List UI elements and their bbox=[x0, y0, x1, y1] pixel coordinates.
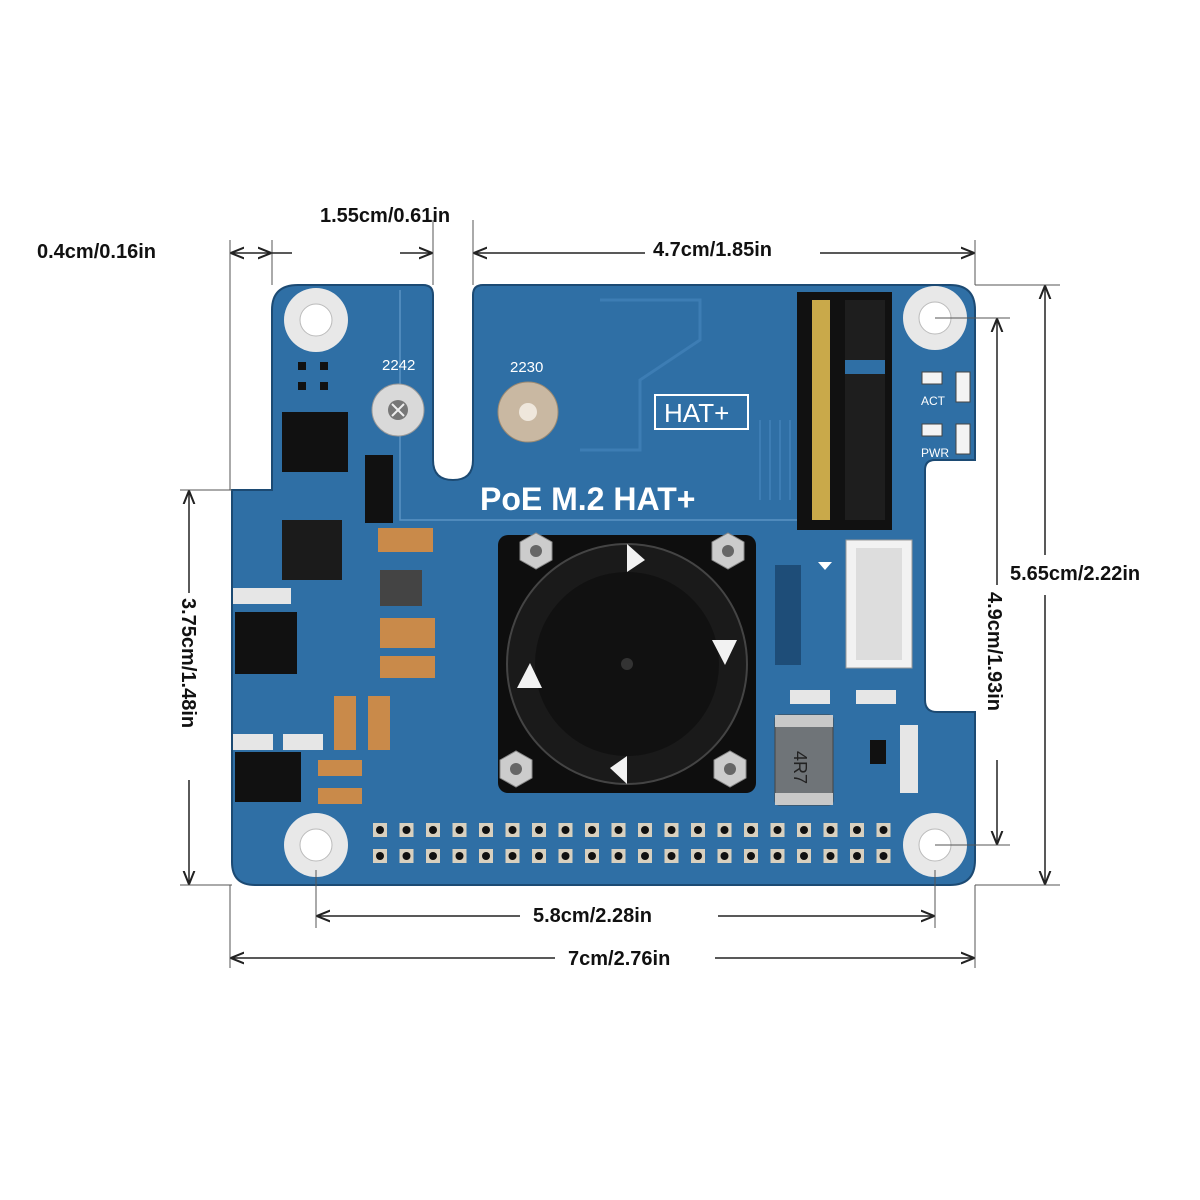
gpio-pin-hole bbox=[588, 826, 596, 834]
hat-badge-text: HAT+ bbox=[664, 398, 729, 428]
gpio-pin-hole bbox=[853, 852, 861, 860]
mounting-hole-bottom-left bbox=[284, 813, 348, 877]
gpio-pin-hole bbox=[720, 826, 729, 834]
label-2230: 2230 bbox=[510, 359, 543, 376]
gpio-pin-hole bbox=[429, 852, 437, 860]
gpio-pin-hole bbox=[508, 826, 517, 834]
gpio-pin-hole bbox=[667, 852, 676, 860]
led-pwr-label: PWR bbox=[921, 446, 949, 460]
pcb-trace bbox=[399, 290, 800, 521]
gpio-pin-hole bbox=[641, 826, 649, 834]
board-title: PoE M.2 HAT+ bbox=[480, 481, 695, 517]
fan-screw bbox=[519, 532, 553, 570]
gpio-pin-hole bbox=[535, 852, 543, 860]
gpio-pin-hole bbox=[455, 852, 464, 860]
dim-total-height: 5.65cm/2.22in bbox=[1010, 563, 1140, 585]
led-act bbox=[921, 371, 971, 403]
gpio-pin-hole bbox=[879, 852, 888, 860]
gpio-pin-hole bbox=[800, 826, 808, 834]
gpio-pin-hole bbox=[694, 852, 702, 860]
cooling-fan bbox=[498, 535, 756, 793]
gpio-pin-hole bbox=[747, 852, 755, 860]
gpio-pin-hole bbox=[773, 852, 782, 860]
mounting-hole-top-left bbox=[284, 288, 348, 352]
gpio-pin-hole bbox=[402, 826, 411, 834]
extension-lines bbox=[180, 220, 1060, 968]
led-pwr bbox=[921, 423, 971, 455]
pcb-trace bbox=[580, 298, 702, 452]
gpio-pin-hole bbox=[455, 826, 464, 834]
hat-badge-box bbox=[654, 394, 749, 430]
gpio-pin-hole bbox=[508, 852, 517, 860]
m2-connector bbox=[797, 292, 892, 530]
gpio-pin-hole bbox=[376, 852, 384, 860]
fan-screw bbox=[713, 750, 747, 788]
fan-screw bbox=[711, 532, 745, 570]
dim-left-offset: 0.4cm/0.16in bbox=[37, 241, 156, 263]
gpio-pin-hole bbox=[561, 852, 570, 860]
gpio-pin-hole bbox=[588, 852, 596, 860]
gpio-pin-hole bbox=[773, 826, 782, 834]
gpio-pin-hole bbox=[376, 826, 384, 834]
standoff-2230 bbox=[497, 381, 559, 443]
gpio-pin-hole bbox=[614, 826, 623, 834]
gpio-pin-hole bbox=[429, 826, 437, 834]
pcb-board: 2242 2230 HAT+ PoE M.2 HAT+ ACT PWR bbox=[231, 284, 976, 886]
gpio-pin-hole bbox=[720, 852, 729, 860]
gpio-header[interactable] bbox=[373, 823, 891, 863]
inductor-code: 4R7 bbox=[790, 751, 810, 784]
gpio-pin-hole bbox=[667, 826, 676, 834]
dim-connector-span: 4.7cm/1.85in bbox=[653, 239, 772, 261]
gpio-pin-hole bbox=[826, 852, 835, 860]
gpio-pin-hole bbox=[853, 826, 861, 834]
gpio-pin-hole bbox=[641, 852, 649, 860]
gpio-pin-hole bbox=[561, 826, 570, 834]
gpio-pin-hole bbox=[535, 826, 543, 834]
gpio-pin-hole bbox=[482, 852, 490, 860]
inductor-4r7 bbox=[774, 714, 834, 806]
dim-hole-spacing-v: 4.9cm/1.93in bbox=[983, 592, 1005, 711]
fan-screw bbox=[499, 750, 533, 788]
led-act-label: ACT bbox=[921, 394, 946, 408]
dim-slot-width: 1.55cm/0.61in bbox=[320, 205, 450, 227]
dim-hole-spacing-h: 5.8cm/2.28in bbox=[533, 905, 652, 927]
gpio-pin-hole bbox=[482, 826, 490, 834]
label-2242: 2242 bbox=[382, 357, 415, 374]
pcb-trace bbox=[759, 420, 791, 500]
fpc-connector bbox=[818, 539, 913, 669]
gpio-pin-hole bbox=[694, 826, 702, 834]
standoff-2242 bbox=[371, 383, 425, 437]
gpio-pin-hole bbox=[402, 852, 411, 860]
dim-left-section-height: 3.75cm/1.48in bbox=[177, 598, 199, 728]
smd-components bbox=[233, 362, 918, 804]
dim-total-width: 7cm/2.76in bbox=[568, 948, 670, 970]
gpio-pin-hole bbox=[614, 852, 623, 860]
gpio-pin-hole bbox=[747, 826, 755, 834]
gpio-pin-hole bbox=[826, 826, 835, 834]
gpio-pin-hole bbox=[800, 852, 808, 860]
gpio-pin-hole bbox=[879, 826, 888, 834]
